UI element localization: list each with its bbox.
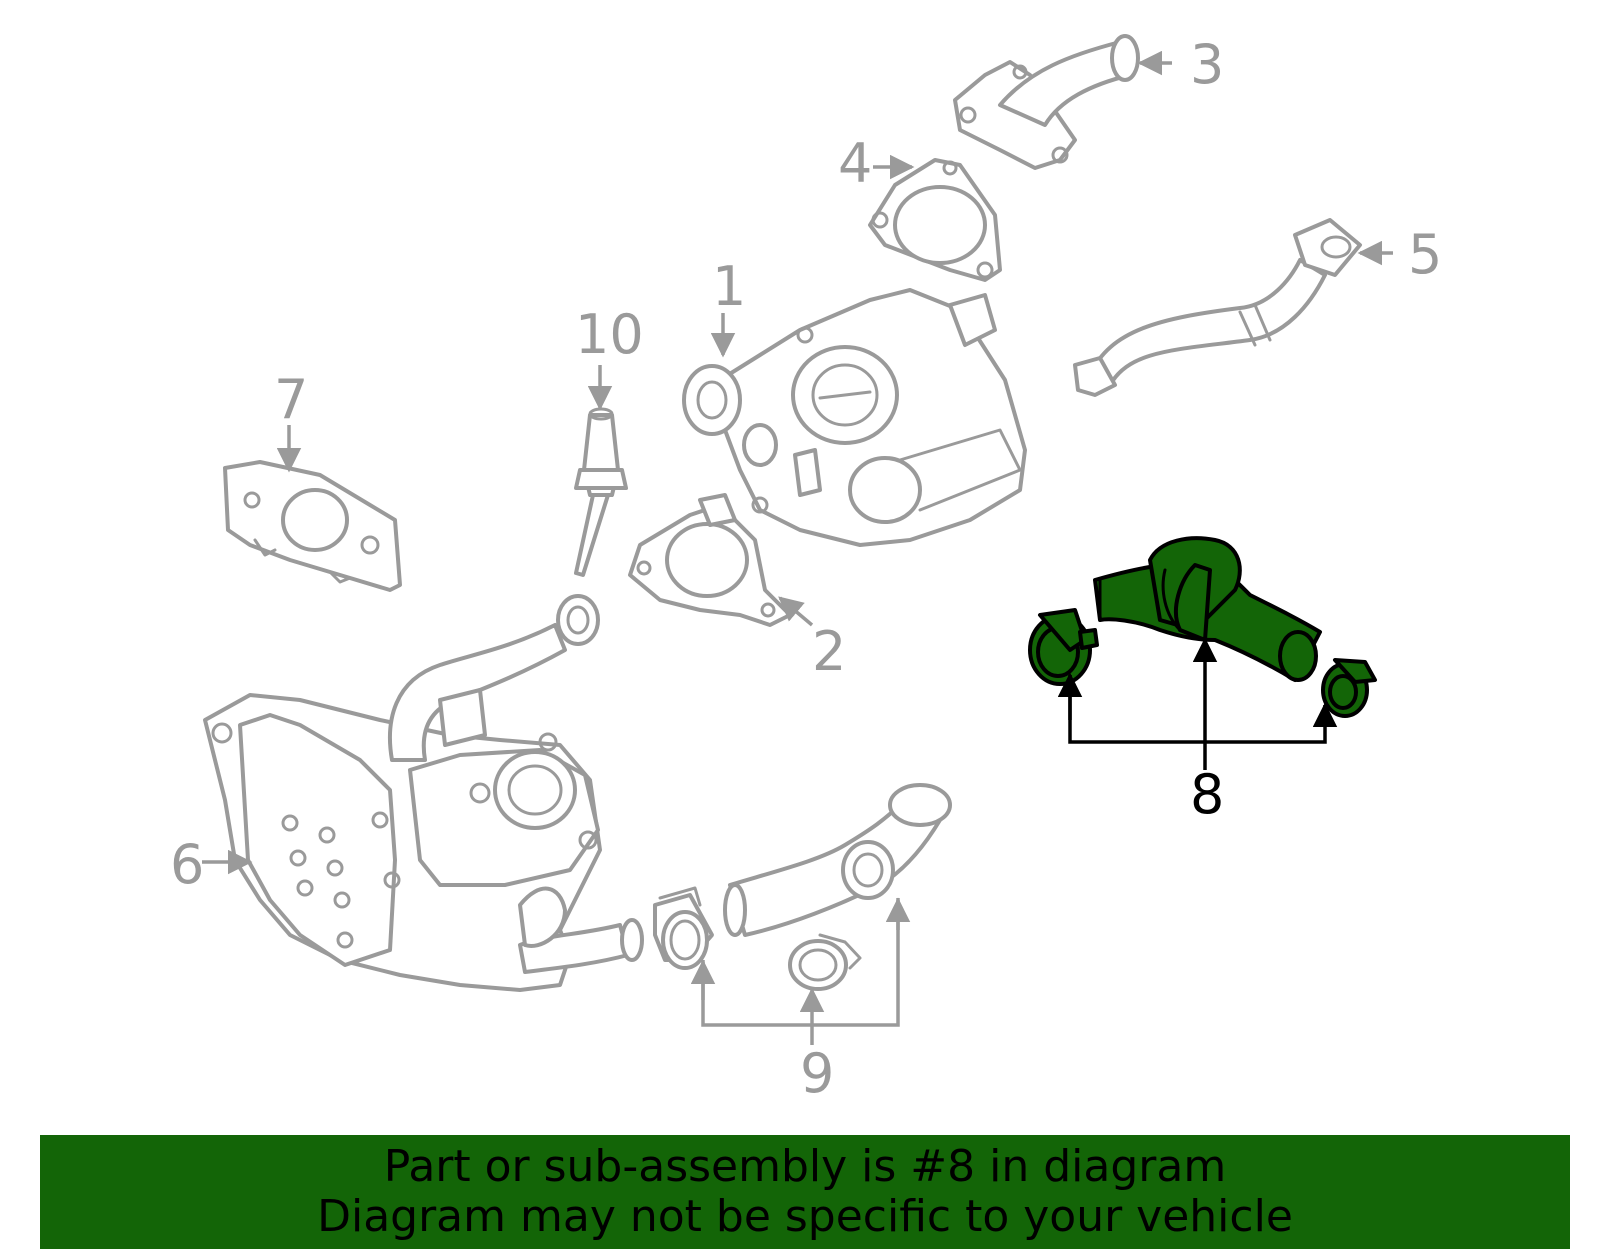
part-6-egr-cooler[interactable] [203,594,644,992]
callout-8: 8 [1190,763,1224,826]
leader-lines [202,50,1393,1045]
part-5-pipe[interactable] [1073,218,1362,397]
callout-2: 2 [812,620,846,683]
part-9-hose-with-clamps[interactable] [653,783,952,991]
callout-1: 1 [712,255,746,318]
callout-4: 4 [838,132,872,195]
callout-7: 7 [274,368,308,431]
part-8-hose-with-clamps[interactable] [1028,536,1377,718]
callout-3: 3 [1190,33,1224,96]
banner-line-1: Part or sub-assembly is #8 in diagram [383,1141,1227,1192]
callout-9: 9 [800,1042,834,1105]
part-3-outlet-pipe[interactable] [953,34,1140,170]
part-2-gasket[interactable] [628,493,792,627]
callout-10: 10 [575,303,644,366]
callout-6: 6 [170,833,204,896]
info-banner: Part or sub-assembly is #8 in diagram Di… [40,1135,1570,1249]
part-4-gasket[interactable] [868,158,1002,282]
callout-5: 5 [1408,223,1442,286]
banner-line-2: Diagram may not be specific to your vehi… [317,1191,1293,1242]
part-10-sensor[interactable] [574,407,628,577]
part-7-gasket[interactable] [223,460,402,592]
part-1-valve-body[interactable] [682,288,1027,547]
